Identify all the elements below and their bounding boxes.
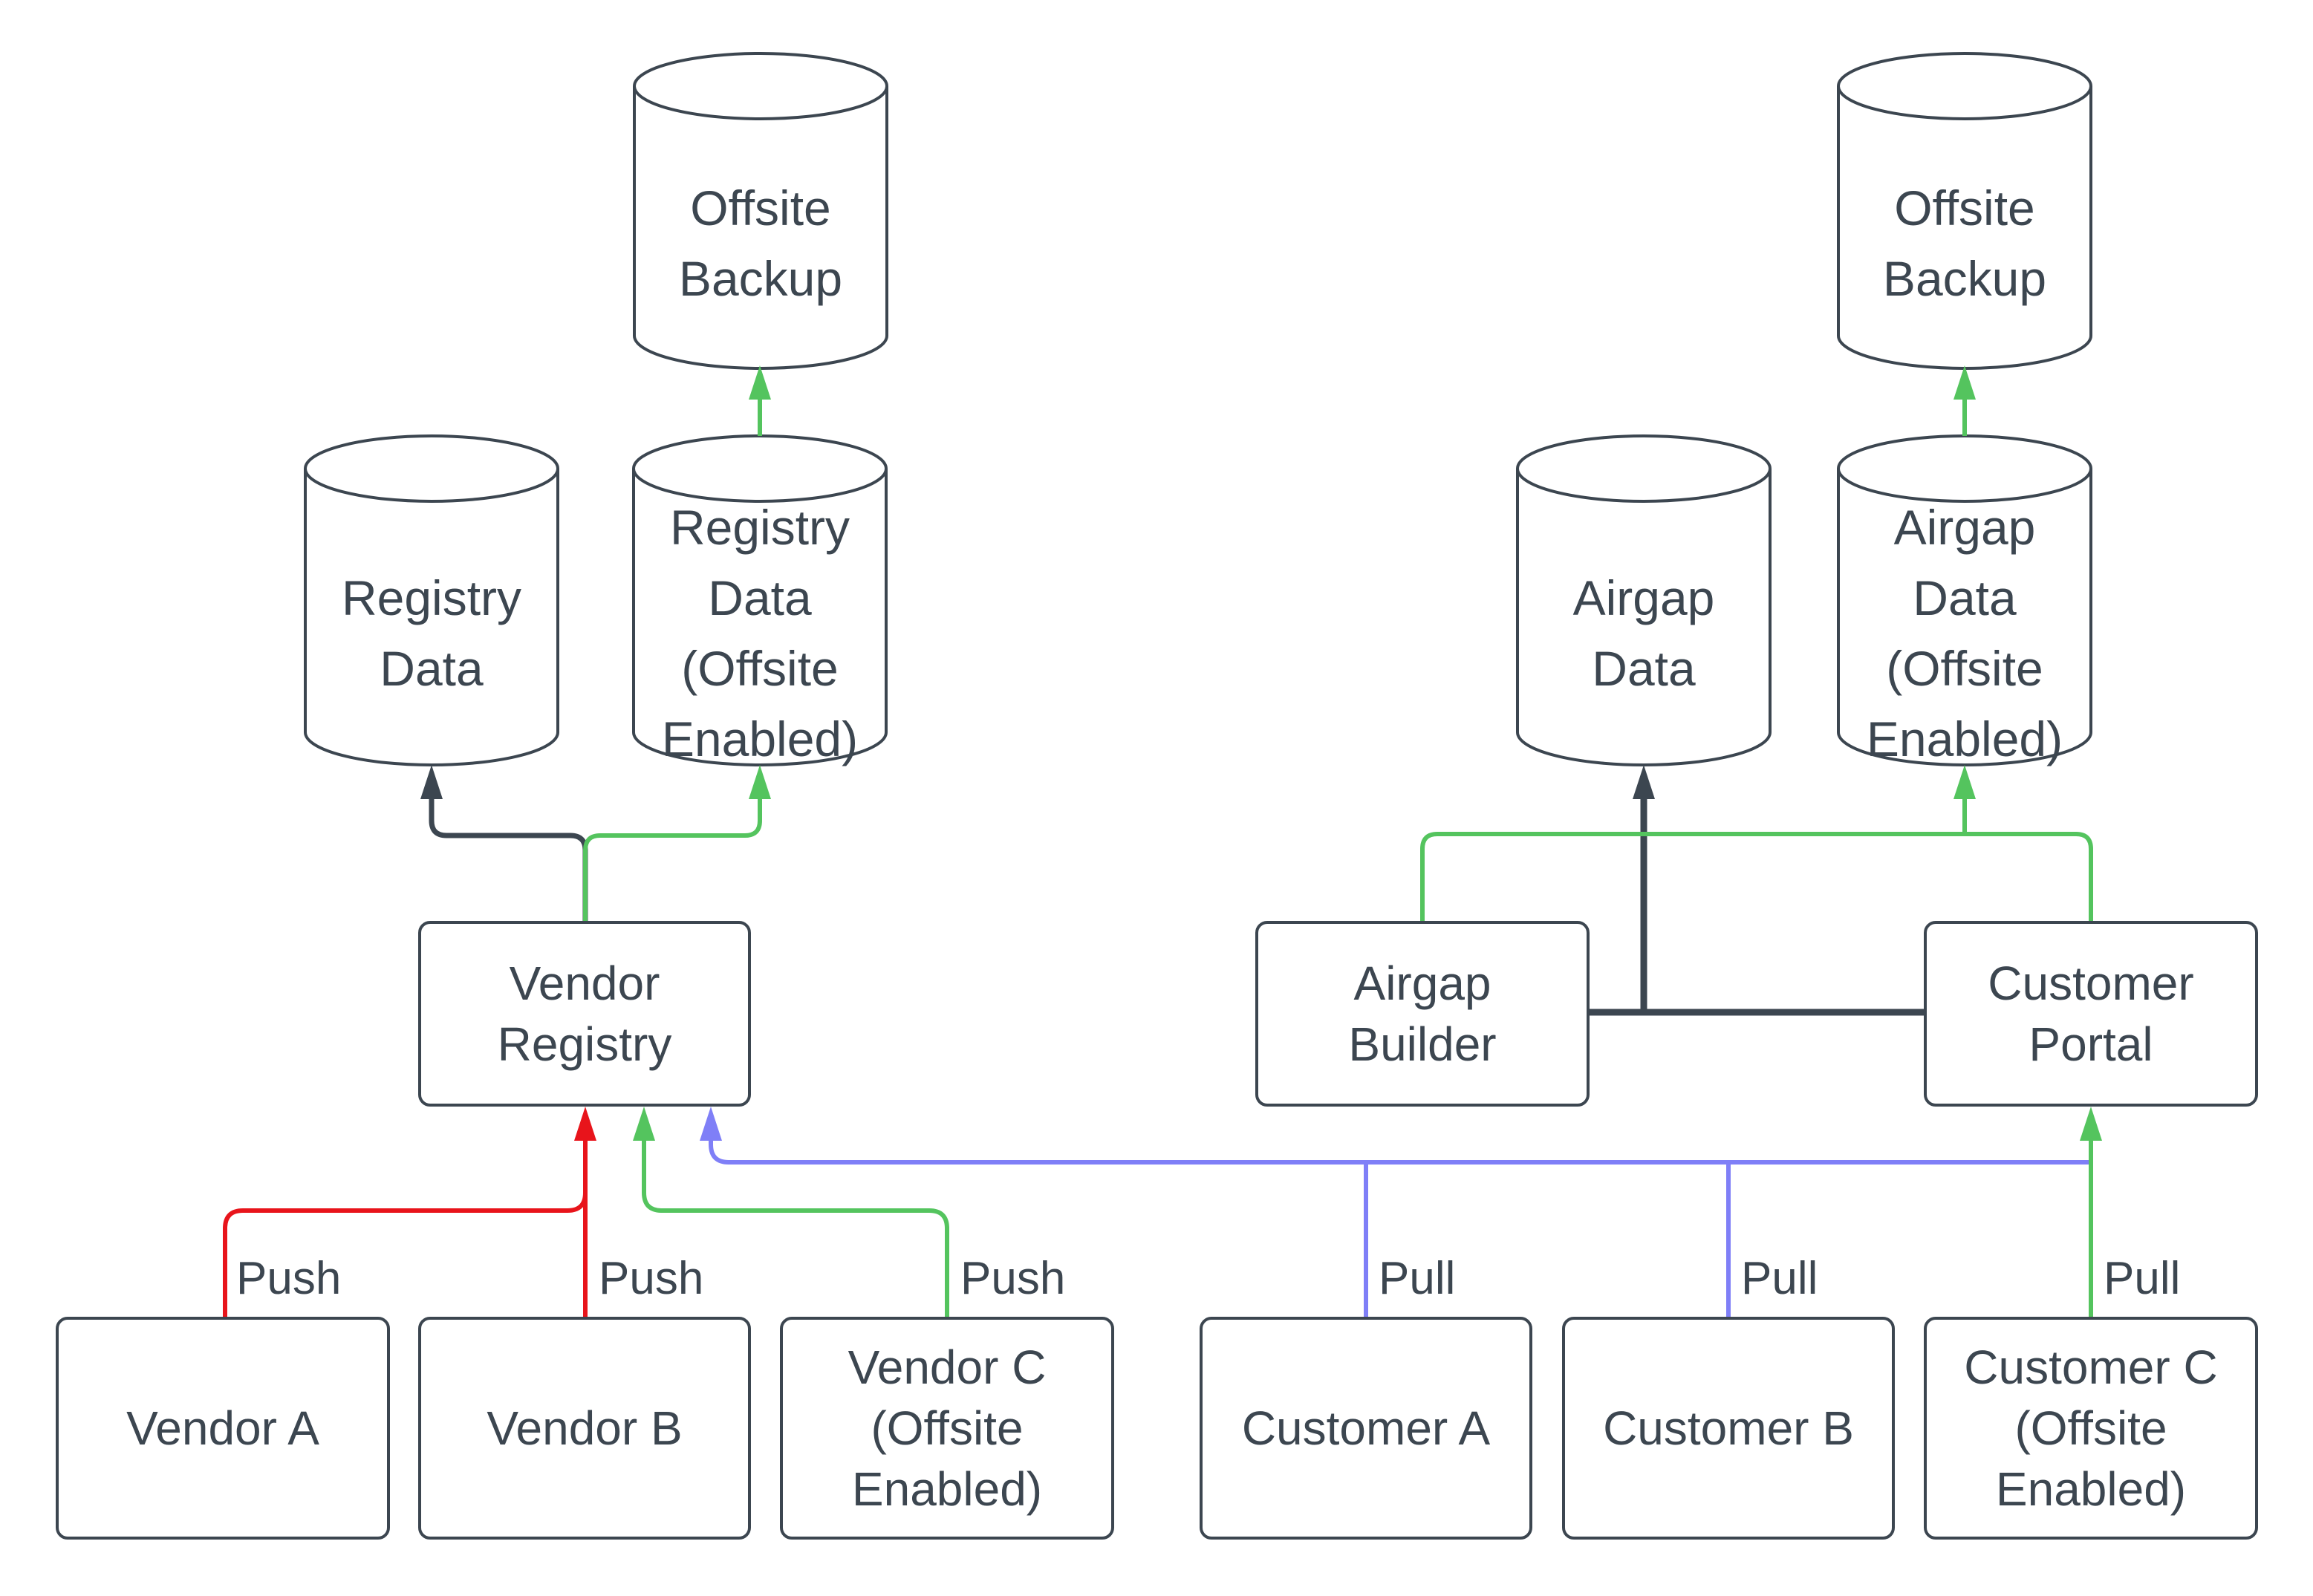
arrowhead-pull-green [2080, 1107, 2102, 1141]
arrowhead-offsite-backup-left [749, 365, 771, 400]
edge-registry-offsite-to-offsite-backup [749, 365, 771, 436]
vendor-b-node: Vendor B [418, 1317, 751, 1540]
pull-label-customer-a: Pull [1379, 1253, 1456, 1304]
vendor-a-label: Vendor A [126, 1401, 319, 1455]
vendor-b-label: Vendor B [487, 1401, 683, 1455]
airgap-data-label: Airgap Data [1572, 570, 1715, 696]
offsite-backup-right-label: Offsite Backup [1882, 180, 2047, 306]
arrowhead-offsite-backup-right [1953, 365, 1976, 400]
registry-data-label: Registry Data [341, 570, 522, 696]
customer-a-node: Customer A [1200, 1317, 1532, 1540]
arrowhead-push-red [574, 1107, 596, 1141]
airgap-builder-node: Airgap Builder [1255, 921, 1590, 1107]
vendor-c-node: Vendor C (Offsite Enabled) [780, 1317, 1114, 1540]
edge-builder-portal-to-airgap-offsite [1420, 832, 2093, 921]
vendor-registry-label: Vendor Registry [497, 957, 672, 1071]
arrowhead-push-green [633, 1107, 655, 1141]
edge-customer-c-pull-green [2080, 1107, 2102, 1317]
arrowhead-pull-blue [700, 1107, 722, 1141]
edge-pull-horizontal-to-vendor-registry [709, 1141, 2089, 1165]
registry-data-offsite-label: Registry Data (Offsite Enabled) [661, 499, 859, 766]
customer-b-label: Customer B [1603, 1401, 1854, 1455]
pull-label-customer-b: Pull [1741, 1253, 1818, 1304]
arrowhead-registry-data [420, 765, 443, 799]
push-label-vendor-b: Push [599, 1253, 704, 1304]
pull-label-customer-c: Pull [2104, 1253, 2181, 1304]
edge-airgap-offsite-to-offsite-backup [1953, 365, 1976, 436]
push-label-vendor-c: Push [960, 1253, 1066, 1304]
customer-a-label: Customer A [1241, 1401, 1491, 1455]
customer-c-label: Customer C (Offsite Enabled) [1964, 1341, 2218, 1516]
push-label-vendor-a: Push [236, 1253, 342, 1304]
offsite-backup-left-label: Offsite Backup [678, 180, 843, 306]
customer-portal-label: Customer Portal [1988, 957, 2194, 1071]
customer-b-node: Customer B [1562, 1317, 1895, 1540]
vendor-a-node: Vendor A [56, 1317, 390, 1540]
airgap-data-offsite-label: Airgap Data (Offsite Enabled) [1866, 499, 2063, 766]
customer-portal-node: Customer Portal [1924, 921, 2258, 1107]
airgap-builder-label: Airgap Builder [1348, 957, 1497, 1071]
arrowhead-airgap-data [1633, 765, 1655, 799]
edge-vendor-registry-to-registry-data [420, 765, 588, 921]
vendor-c-label: Vendor C (Offsite Enabled) [848, 1341, 1047, 1516]
edge-vendor-registry-to-registry-data-offsite [583, 765, 771, 921]
edges-airgap-offsite-green [1420, 765, 2093, 921]
vendor-registry-node: Vendor Registry [418, 921, 751, 1107]
customer-c-node: Customer C (Offsite Enabled) [1924, 1317, 2258, 1540]
edges-airgap-data-dark [1590, 765, 1924, 1016]
